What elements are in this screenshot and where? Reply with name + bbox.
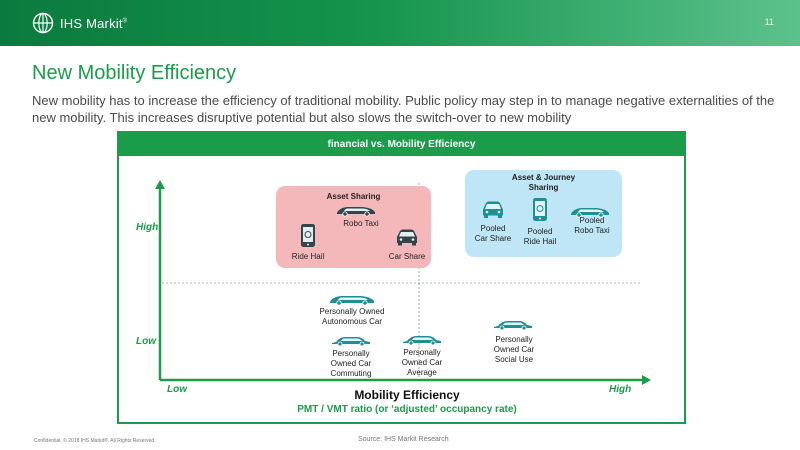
page-subtitle: New mobility has to increase the efficie… <box>32 93 775 125</box>
social-line1: Personally <box>495 335 533 344</box>
pooled-car-share-icon <box>483 201 503 218</box>
brand-logo: IHS Markit® <box>32 12 127 34</box>
pooled-car-share-line2: Car Share <box>474 234 512 243</box>
social-use-label: Personally Owned Car Social Use <box>479 335 549 365</box>
asset-journey-sharing-title: Asset & Journey Sharing <box>465 173 622 193</box>
autonomous-car-label: Personally Owned Autonomous Car <box>312 307 392 327</box>
y-tick-high: High <box>136 222 159 233</box>
commuting-line3: Commuting <box>330 369 372 378</box>
pooled-ride-hail-phone-icon <box>533 198 547 221</box>
car-share-label: Car Share <box>388 252 426 261</box>
page-number: 11 <box>764 17 774 27</box>
car-share-icon <box>397 229 417 246</box>
confidential-notice: Confidential. © 2018 IHS Markit®. All Ri… <box>34 438 156 444</box>
autonomous-car-icon <box>330 296 374 306</box>
average-line1: Personally <box>403 348 441 357</box>
source-note: Source: IHS Markit Research <box>358 436 449 443</box>
x-axis-arrow <box>642 375 651 385</box>
average-line3: Average <box>407 368 437 377</box>
pooled-robo-taxi-line2: Robo Taxi <box>574 226 610 235</box>
robo-taxi-label: Robo Taxi <box>343 219 379 228</box>
ride-hail-phone-icon <box>301 224 315 247</box>
autonomous-line2: Autonomous Car <box>321 317 383 326</box>
x-axis-title: Mobility Efficiency <box>354 388 460 402</box>
chart-frame: financial vs. Mobility Efficiency <box>117 131 686 424</box>
cluster-title-line2: Sharing <box>528 183 559 192</box>
pooled-robo-taxi-line1: Pooled <box>579 216 605 225</box>
globe-icon <box>32 12 54 34</box>
pooled-car-share-label: Pooled Car Share <box>468 224 518 244</box>
average-line2: Owned Car <box>401 358 443 367</box>
social-use-car-icon <box>494 321 532 331</box>
x-axis-subtitle: PMT / VMT ratio (or ‘adjusted’ occupancy… <box>297 404 517 415</box>
average-label: Personally Owned Car Average <box>387 348 457 378</box>
cluster-title-line1: Asset & Journey <box>511 173 576 182</box>
asset-sharing-title: Asset Sharing <box>326 192 381 201</box>
social-line3: Social Use <box>494 355 534 364</box>
pooled-robo-taxi-label: Pooled Robo Taxi <box>562 216 622 236</box>
chart-header: financial vs. Mobility Efficiency <box>119 133 684 156</box>
pooled-robo-taxi-car-icon <box>571 208 609 218</box>
x-tick-low: Low <box>167 384 187 395</box>
commuting-line1: Personally <box>332 349 370 358</box>
pooled-ride-hail-line2: Ride Hail <box>523 237 557 246</box>
pooled-ride-hail-label: Pooled Ride Hail <box>515 227 565 247</box>
y-axis-arrow <box>155 180 165 189</box>
brand-name: IHS Markit® <box>60 15 128 31</box>
ride-hail-label: Ride Hail <box>291 252 325 261</box>
average-car-icon <box>403 336 441 346</box>
x-tick-high: High <box>609 384 632 395</box>
y-tick-low: Low <box>136 336 156 347</box>
commuting-label: Personally Owned Car Commuting <box>316 349 386 379</box>
header-bar: IHS Markit® 11 <box>0 0 800 46</box>
commuting-car-icon <box>332 337 370 347</box>
robo-taxi-car-icon <box>337 207 375 217</box>
pooled-ride-hail-line1: Pooled <box>527 227 553 236</box>
commuting-line2: Owned Car <box>330 359 372 368</box>
pooled-car-share-line1: Pooled <box>480 224 506 233</box>
page-title: New Mobility Efficiency <box>32 62 237 84</box>
social-line2: Owned Car <box>493 345 535 354</box>
autonomous-line1: Personally Owned <box>319 307 385 316</box>
